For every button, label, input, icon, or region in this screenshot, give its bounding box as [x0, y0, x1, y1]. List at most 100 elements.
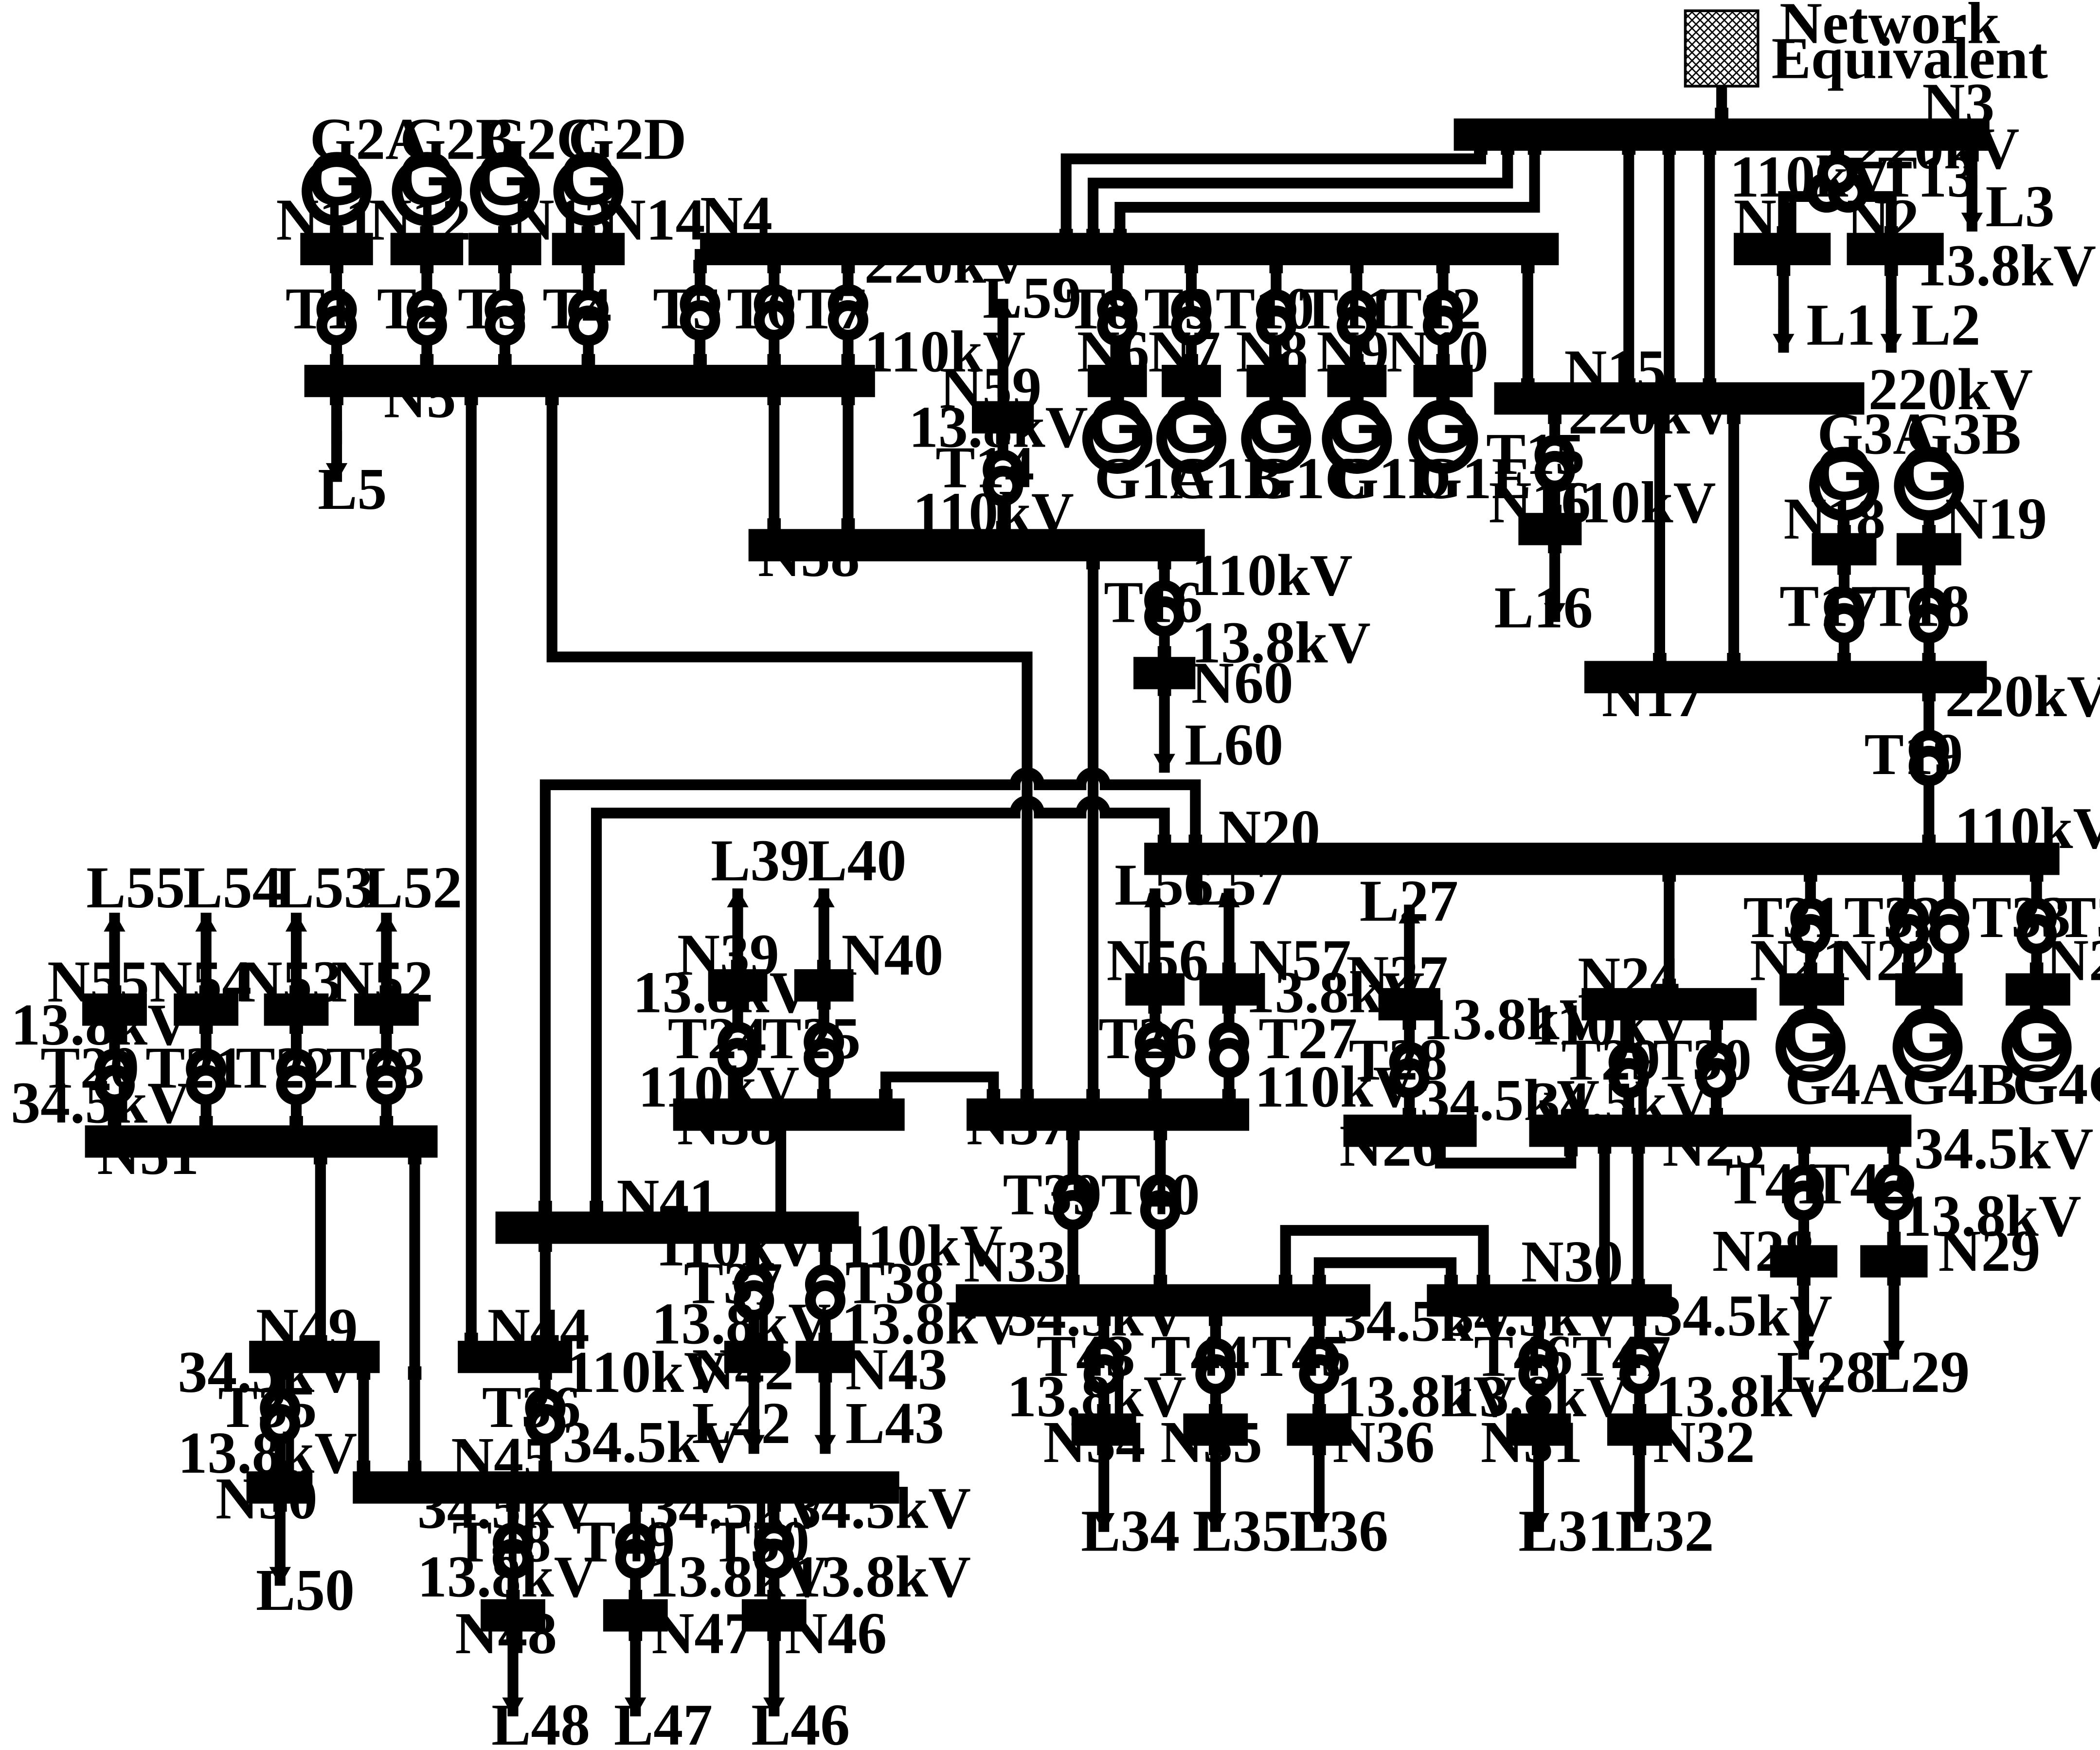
transformer-t23	[366, 1048, 407, 1105]
voltage-label: 220kV	[1568, 381, 1733, 447]
breaker-node	[1188, 834, 1203, 848]
transformer-t3	[485, 289, 525, 346]
bus-label-n21: N21	[1750, 928, 1852, 993]
bus-label-n53: N53	[240, 950, 342, 1015]
breaker-node	[767, 1589, 781, 1604]
breaker-node	[1709, 1108, 1723, 1121]
load-label-l39: L39	[711, 829, 809, 894]
breaker-node	[1922, 652, 1936, 667]
breaker-node	[581, 354, 595, 368]
breaker-node	[1548, 505, 1562, 519]
connection-line	[1114, 134, 1540, 249]
breaker-node	[1111, 260, 1124, 273]
bus-label-n60: N60	[1191, 650, 1293, 716]
breaker-node	[1532, 1312, 1545, 1326]
breaker-node	[1631, 1140, 1645, 1154]
transformer-label-t45: T45	[1252, 1324, 1351, 1389]
transformer-label-t21: T21	[145, 1036, 244, 1101]
breaker-node	[1269, 260, 1283, 273]
arrow-head	[376, 912, 397, 932]
voltage-label: 220kV	[1855, 116, 2019, 181]
transformer-label-t42: T42	[1811, 1152, 1909, 1217]
bus-label-n18: N18	[1783, 487, 1885, 552]
breaker-node	[1662, 978, 1676, 992]
voltage-label: 13.8kV	[649, 1545, 828, 1610]
arrow-head	[1793, 1340, 1815, 1360]
breaker-node	[1803, 868, 1817, 882]
breaker-node	[1157, 646, 1171, 660]
arrow-head	[1093, 1513, 1115, 1532]
bus-label-n34: N34	[1043, 1410, 1146, 1475]
breaker-node	[1831, 144, 1844, 158]
breaker-node	[1148, 962, 1162, 976]
transformer-t2	[406, 289, 447, 346]
breaker-node	[731, 959, 745, 974]
breaker-node	[1715, 108, 1729, 122]
breaker-node	[987, 1089, 1001, 1103]
arrow-head	[269, 1567, 291, 1586]
breaker-node	[1837, 652, 1851, 667]
bus-label-n11: N11	[276, 188, 375, 253]
transformer-t7	[827, 284, 868, 341]
generator-label-g2c: G2C	[481, 107, 599, 172]
transformer-label-t39: T39	[1003, 1162, 1102, 1227]
voltage-label: 34.5kV	[791, 1476, 971, 1541]
bus-label-n50: N50	[215, 1466, 318, 1532]
breaker-node	[747, 1369, 761, 1383]
breaker-node	[1921, 1000, 1935, 1014]
breaker-node	[1157, 556, 1171, 570]
generator-g3a: G	[1809, 432, 1879, 521]
transformer-t8	[1097, 289, 1138, 346]
bus-label-n51: N51	[97, 1122, 199, 1187]
bus-label-n2: N2	[1847, 188, 1920, 253]
voltage-label: 34.5kV	[1007, 1283, 1186, 1349]
connection-line	[539, 767, 1201, 1208]
load-label-l32: L32	[1615, 1498, 1714, 1564]
load-label-l55: L55	[86, 855, 185, 920]
breaker-node	[538, 1461, 552, 1474]
transformer-t5	[680, 284, 720, 341]
load-label-l28: L28	[1777, 1340, 1876, 1405]
breaker-node	[273, 1461, 287, 1474]
breaker-node	[747, 1238, 761, 1252]
breaker-node	[199, 1020, 213, 1034]
voltage-label: 13.8kV	[909, 395, 1088, 460]
bus-label-n16: N16	[1489, 470, 1591, 536]
arrow-head	[1544, 603, 1566, 622]
transformer-label-t28: T28	[1349, 1028, 1448, 1093]
breaker-node	[330, 260, 343, 273]
breaker-node	[1269, 392, 1283, 405]
breaker-node	[1662, 378, 1676, 392]
transformer-label-t6: T6	[727, 276, 796, 342]
transformer-label-t14: T14	[935, 435, 1034, 501]
breaker-node	[273, 1366, 287, 1380]
breaker-node	[538, 1201, 552, 1214]
load-label-l48: L48	[491, 1693, 590, 1750]
voltage-label: 34.5kV	[417, 1476, 597, 1541]
breaker-node	[408, 1461, 422, 1474]
generator-label-g1b: G1B	[1168, 446, 1284, 511]
breaker-node	[1532, 1404, 1545, 1418]
voltage-label: 110kV	[1955, 796, 2100, 861]
breaker-node	[108, 1116, 122, 1130]
breaker-node	[2029, 868, 2044, 882]
breaker-node	[1312, 1312, 1326, 1326]
breaker-node	[1703, 141, 1717, 155]
breaker-node	[628, 1627, 643, 1641]
breaker-node	[767, 1627, 781, 1641]
breaker-node	[1474, 141, 1488, 155]
breaker-node	[1887, 1140, 1901, 1154]
bus-label-n30: N30	[1521, 1229, 1623, 1295]
arrow-head	[325, 463, 348, 482]
breaker-node	[199, 1116, 213, 1130]
breaker-node	[818, 1333, 832, 1346]
load-label-l42: L42	[692, 1391, 790, 1456]
transformer-t42	[1873, 1164, 1914, 1221]
arrow-head	[1629, 1513, 1651, 1532]
load-label-l56: L56	[1114, 852, 1213, 918]
breaker-node	[538, 1238, 552, 1252]
breaker-node	[1942, 868, 1956, 882]
bus-label-n44: N44	[487, 1297, 590, 1362]
transformer-t18	[1908, 587, 1949, 644]
transformer-label-t12: T12	[1382, 276, 1481, 342]
